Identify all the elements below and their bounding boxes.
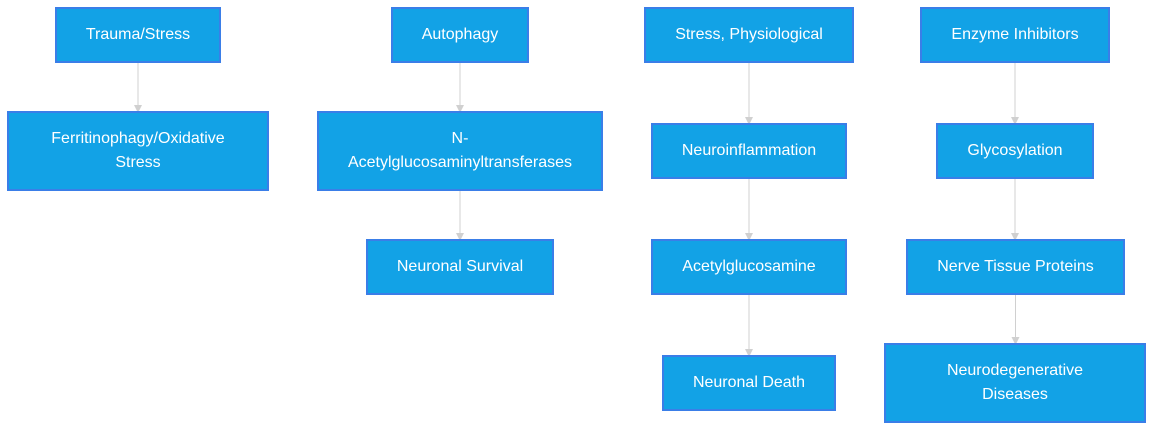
node-trauma-stress: Trauma/Stress [55,7,221,63]
node-nerve-tissue-proteins: Nerve Tissue Proteins [906,239,1125,295]
node-n-acetylglucosaminyltransferases: N-Acetylglucosaminyltransferases [317,111,603,191]
node-stress-physiological: Stress, Physiological [644,7,854,63]
node-neuroinflammation: Neuroinflammation [651,123,847,179]
node-neurodegenerative-diseases: Neurodegenerative Diseases [884,343,1146,423]
node-enzyme-inhibitors: Enzyme Inhibitors [920,7,1110,63]
node-autophagy: Autophagy [391,7,529,63]
node-acetylglucosamine: Acetylglucosamine [651,239,847,295]
node-ferritinophagy-oxidative-stress: Ferritinophagy/Oxidative Stress [7,111,269,191]
node-neuronal-survival: Neuronal Survival [366,239,554,295]
node-neuronal-death: Neuronal Death [662,355,836,411]
node-glycosylation: Glycosylation [936,123,1094,179]
